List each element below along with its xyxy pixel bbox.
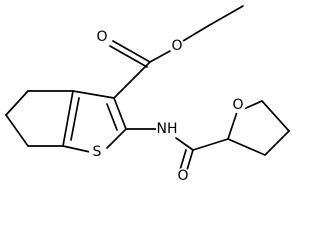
ester-ether-oxygen-label: O — [171, 38, 182, 54]
thiophene-sulfur-label: S — [93, 144, 102, 160]
bonds — [5, 5, 290, 171]
bond-c3-c2 — [113, 97, 127, 130]
bond-amide-c-o-2 — [179, 149, 187, 171]
bond-carbonyl-c-o-2 — [109, 45, 148, 68]
bond-c2-s — [106, 128, 127, 149]
bond-c3-c2-inner — [106, 103, 118, 131]
bond-carbonyl-c-o-1 — [112, 40, 151, 63]
thf-ring-oxygen: O — [230, 97, 246, 113]
bond-thf-c5-c4 — [261, 100, 290, 132]
bond-amide-c-o-1 — [186, 149, 194, 171]
bond-nh-c-amide — [175, 137, 194, 151]
bond-amide-c-thf — [192, 138, 229, 151]
thf-ring-oxygen-label: O — [232, 97, 243, 113]
ester-carbonyl-oxygen: O — [94, 29, 110, 45]
bond-c6a-c3a — [62, 90, 74, 147]
amide-carbonyl-oxygen-label: O — [177, 168, 188, 184]
bond-ester-o-carbonyl — [149, 50, 171, 63]
ester-carbonyl-oxygen-label: O — [96, 29, 107, 45]
bond-c3-c3a — [72, 90, 115, 99]
bond-thf-c3-c2 — [227, 138, 266, 156]
bond-carbonyl-c3 — [113, 61, 151, 99]
bond-c6a-c3a-inner — [70, 97, 80, 141]
thiophene-sulfur: S — [89, 144, 105, 160]
bond-ethyl-ch2-o — [182, 25, 209, 42]
molecule-structure-diagram: O O NH S O O — [5, 5, 290, 184]
bond-c5-c6 — [5, 114, 29, 147]
amide-nitrogen: NH — [156, 121, 180, 137]
bond-ethyl-ch3-ch2 — [207, 5, 244, 27]
bond-c4-c5 — [5, 90, 29, 116]
ester-ether-oxygen: O — [169, 38, 185, 54]
atom-labels: O O NH S O O — [89, 29, 246, 184]
bond-s-c6a — [62, 145, 91, 153]
bond-thf-c4-c3 — [264, 130, 290, 156]
amide-carbonyl-oxygen: O — [175, 168, 191, 184]
amide-nitrogen-label: NH — [157, 121, 178, 137]
bond-thf-c2-o — [227, 111, 238, 140]
